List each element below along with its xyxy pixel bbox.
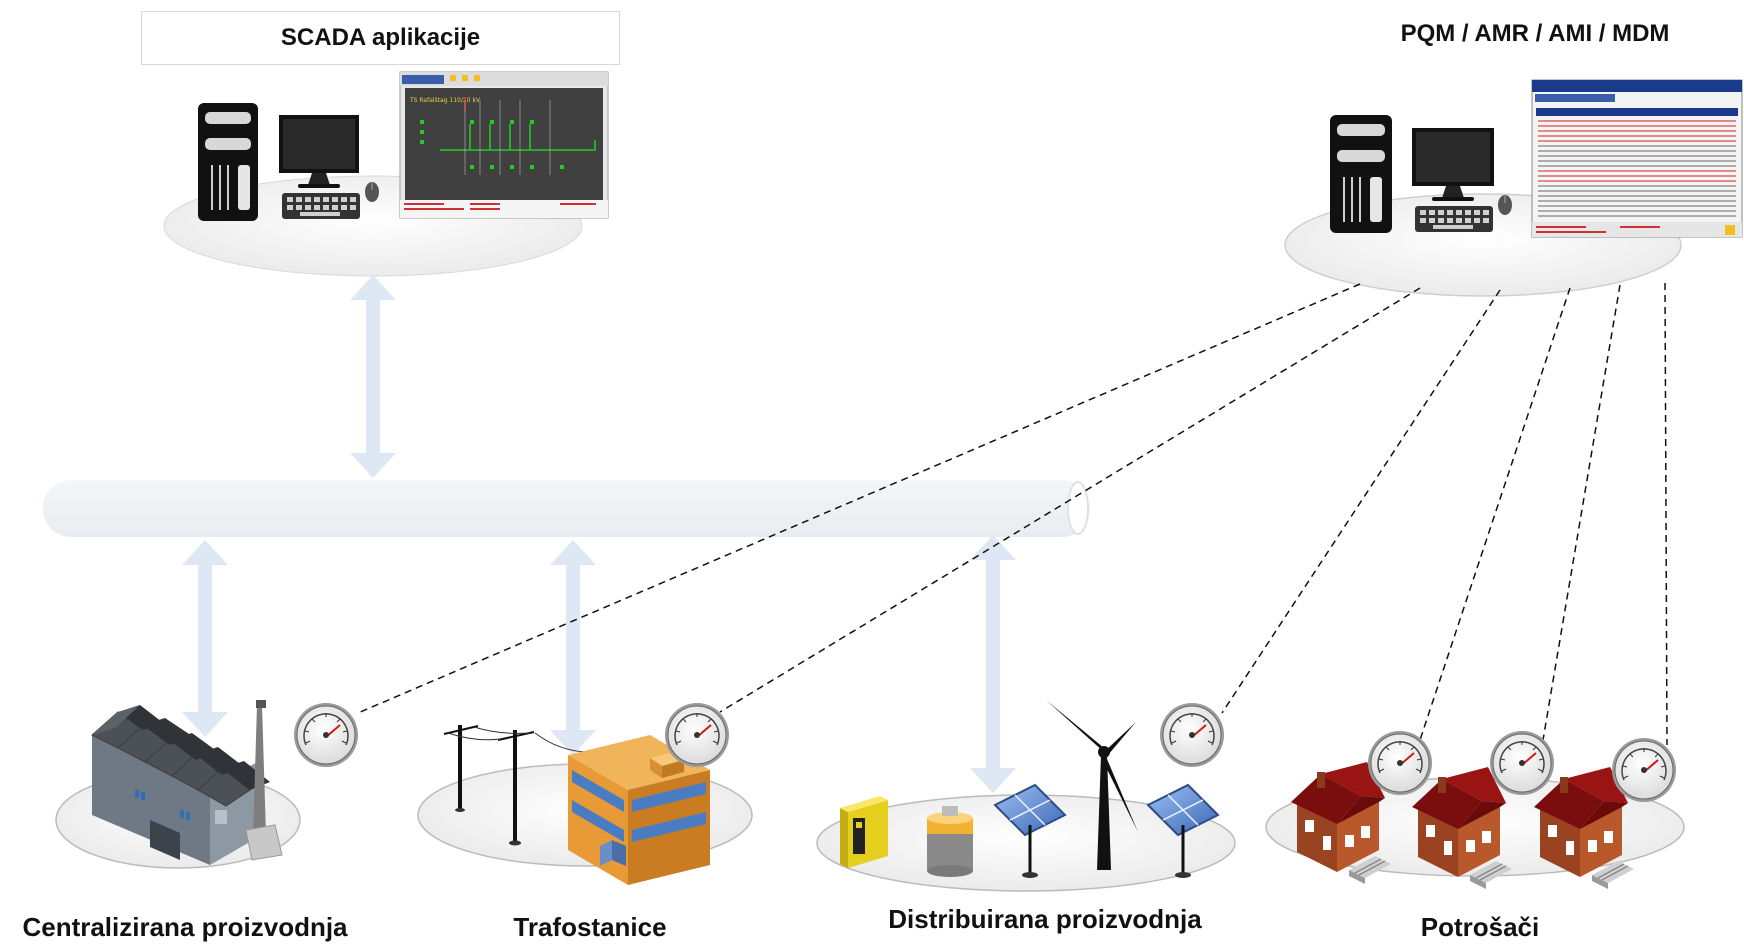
wind-turbine-icon (1046, 700, 1138, 870)
trafo-bus-arrow (550, 540, 596, 755)
link-trafo (719, 287, 1421, 713)
pqm-mouse-icon (1498, 195, 1512, 215)
meter-gauge-icon-house-2 (1489, 730, 1555, 796)
scada-screen: TS Rafalštag 110/20 kV (399, 71, 609, 219)
scada-bus-arrow (350, 275, 396, 478)
scada-screen-caption: TS Rafalštag 110/20 kV (409, 97, 481, 104)
pqm-tower-icon (1330, 115, 1392, 233)
scada-keyboard-icon (282, 193, 360, 219)
link-distrib (1221, 289, 1501, 714)
link-house-1 (1419, 287, 1571, 741)
scada-title-box (141, 11, 620, 65)
link-house-2 (1542, 284, 1621, 741)
pqm-title: PQM / AMR / AMI / MDM (1400, 20, 1670, 47)
substation-icon (443, 725, 710, 885)
dashed-meter-links (357, 282, 1668, 746)
scada-monitor-icon (279, 115, 359, 188)
scada-mouse-icon (365, 182, 379, 202)
scada-workstation: TS Rafalštag 110/20 kV (198, 71, 609, 221)
meter-gauge-icon-trafo (664, 702, 730, 768)
battery-icon (927, 806, 973, 877)
factory-icon (91, 700, 283, 865)
central-bus-arrow (182, 540, 228, 737)
bus-arrows (182, 275, 1016, 793)
scada-title: SCADA aplikacije (280, 24, 481, 51)
link-central (357, 283, 1361, 714)
meter-gauge-icon-central (293, 702, 359, 768)
meter-gauge-icon-house-1 (1367, 730, 1433, 796)
inverter-icon (840, 796, 888, 868)
label-potrosaci: Potrošači (1420, 912, 1540, 942)
scada-tower-icon (198, 103, 258, 221)
pqm-keyboard-icon (1415, 206, 1493, 232)
pqm-workstation (1330, 79, 1743, 238)
label-trafostanice: Trafostanice (513, 912, 667, 942)
label-centralizirana-proizvodnja: Centralizirana proizvodnja (22, 912, 348, 942)
pqm-screen (1531, 79, 1743, 238)
communication-bus (43, 480, 1090, 537)
pqm-monitor-icon (1412, 128, 1494, 201)
meter-gauge-icon-house-3 (1611, 737, 1677, 803)
label-distribuirana-proizvodnja: Distribuirana proizvodnja (888, 904, 1202, 934)
distrib-bus-arrow (970, 535, 1016, 793)
meter-gauge-icon-distrib (1159, 702, 1225, 768)
link-house-3 (1664, 282, 1668, 746)
